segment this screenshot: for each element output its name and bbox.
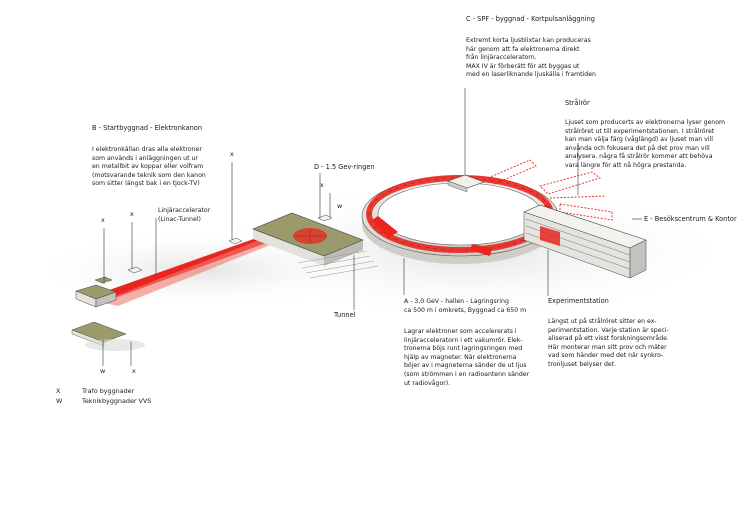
technical-marker-1: w: [337, 202, 343, 210]
linac-label: Linjäraccelerator (Linac-Tunnel): [158, 207, 211, 223]
leader-lines: [102, 88, 642, 366]
tunnel-label: Tunnel: [334, 311, 356, 319]
technical-marker-2: w: [100, 367, 106, 375]
beamlines: [487, 159, 613, 221]
legend-row: W Teknikbyggnader VVS: [56, 396, 151, 406]
exp-title: Experimentstation: [548, 297, 609, 305]
trafo-marker-1: x: [230, 150, 234, 158]
exp-body: Längst ut på strålröret sitter en ex- pe…: [548, 318, 669, 368]
start-title: B - Startbyggnad - Elektronkanon: [92, 124, 203, 132]
legend-row: X Trafo byggnader: [56, 386, 151, 396]
legend-text: Trafo byggnader: [82, 387, 135, 395]
legend-key: X: [56, 387, 61, 395]
legend-text: Teknikbyggnader VVS: [82, 397, 152, 405]
start-body: I elektronkällan dras alla elektroner so…: [92, 146, 206, 188]
spf-body: Extremt korta ljusblixtar kan produceras…: [466, 37, 596, 79]
spf-building: [447, 174, 485, 193]
stralror-title: Strålrör: [565, 99, 590, 107]
linac-beam-glow: [100, 228, 300, 306]
legend-key: W: [56, 397, 63, 405]
storage-ring: [361, 175, 559, 264]
hall-title: A - 3,0 GeV - hallen - Lagringsring ca 5…: [404, 298, 527, 314]
stralror-body: Ljuset som producerts av elektronerna ly…: [565, 119, 726, 169]
ring-15-building: [252, 212, 364, 266]
legend: X Trafo byggnader W Teknikbyggnader VVS: [56, 386, 151, 406]
trafo-marker-5: x: [132, 367, 136, 375]
start-building: [75, 284, 117, 308]
hall-body: Lagrar elektroner som accelererats i lin…: [404, 328, 530, 387]
technical-building: [71, 321, 145, 351]
visitor-center: [523, 204, 647, 279]
trafo-marker-4: x: [101, 216, 105, 224]
trafo-marker-3: x: [130, 210, 134, 218]
spf-title: C - SPF - byggnad - Kortpulsanläggning: [466, 15, 595, 23]
trafo-marker-2: x: [320, 181, 324, 189]
besok-label: E - Besökscentrum & Kontor: [644, 215, 737, 223]
ring-15-label: D - 1.5 Gev-ringen: [314, 163, 375, 171]
tunnel-lines: [297, 250, 379, 279]
